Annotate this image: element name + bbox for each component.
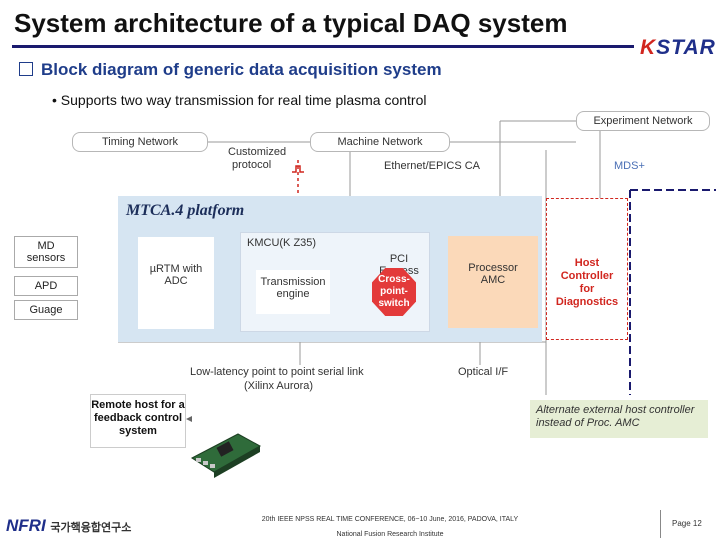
apd-box: APD (14, 276, 78, 296)
kstar-logo: KSTAR (640, 36, 716, 60)
nfri-korean-name: 국가핵융합연구소 (50, 522, 132, 534)
sub-bullet: • Supports two way transmission for real… (52, 92, 427, 108)
timing-network-box: Timing Network (72, 132, 208, 152)
remote-host-box: Remote host for a feedback control syste… (90, 394, 186, 448)
page-number: Page 12 (672, 519, 702, 528)
remote-label-3: system (119, 425, 157, 437)
alt-label-2: instead of Proc. AMC (536, 417, 640, 429)
checkbox-bullet-icon (19, 62, 33, 76)
gauge-box: Guage (14, 300, 78, 320)
proc-label-1: Processor (468, 262, 518, 274)
host-label-1: Host Controller (560, 257, 614, 282)
xilinx-aurora-label: (Xilinx Aurora) (244, 380, 314, 392)
bullet-heading-text: Block diagram of generic data acquisitio… (41, 60, 442, 79)
customized-protocol-label-1: Customized (228, 146, 287, 158)
pulse-icon (292, 165, 304, 173)
experiment-network-box: Experiment Network (576, 111, 710, 131)
footer-divider (660, 510, 661, 538)
cross-label-1: Cross- (378, 274, 410, 285)
ethernet-epics-label: Ethernet/EPICS CA (384, 160, 480, 172)
footer-center: 20th IEEE NPSS REAL TIME CONFERENCE, 06~… (230, 512, 550, 542)
remote-label-2: feedback control (93, 412, 183, 424)
sensors-label: sensors (26, 252, 66, 264)
institute-text: National Fusion Research Institute (336, 531, 444, 538)
bullet-heading: Block diagram of generic data acquisitio… (19, 60, 442, 80)
pci-card-image (191, 433, 262, 478)
alt-label-1: Alternate external host controller (536, 404, 695, 416)
nfri-logo-text: NFRI (6, 516, 46, 535)
machine-network-box: Machine Network (310, 132, 450, 152)
conference-text: 20th IEEE NPSS REAL TIME CONFERENCE, 06~… (261, 516, 519, 523)
rtm-adc-box: µRTM with ADC (138, 237, 214, 329)
kmcu-label: KMCU(K Z35) (247, 237, 317, 249)
host-controller-box: Host Controller for Diagnostics (546, 198, 628, 340)
logo-k: K (640, 36, 657, 59)
host-label-2: for Diagnostics (555, 283, 619, 308)
page-title: System architecture of a typical DAQ sys… (14, 8, 568, 38)
remote-label-1: Remote host for a (91, 399, 185, 411)
md-sensors-box: MD sensors (14, 236, 78, 268)
cross-label-2: point- (380, 286, 408, 297)
sensor-stack: MD sensors APD Guage (14, 236, 80, 322)
mds-label: MDS+ (614, 160, 645, 172)
mtca-platform-title: MTCA.4 platform (126, 202, 245, 219)
logo-rest: STAR (656, 36, 716, 59)
crosspoint-switch-box: Cross- point- switch (372, 268, 416, 316)
alternate-host-box: Alternate external host controller inste… (530, 400, 708, 438)
transmission-engine-box: Transmission engine (256, 270, 330, 314)
rtm-label-1: µRTM with (149, 263, 203, 275)
processor-amc-box: Processor AMC (448, 236, 538, 328)
nfri-logo: NFRI 국가핵융합연구소 (6, 516, 131, 536)
trans-label-2: engine (276, 288, 310, 300)
customized-protocol-label-2: protocol (232, 159, 272, 171)
title-divider (12, 45, 634, 48)
optical-if-label: Optical I/F (458, 366, 509, 378)
md-label: MD (37, 240, 55, 252)
rtm-label-2: ADC (164, 275, 188, 287)
cross-label-3: switch (378, 298, 410, 309)
trans-label-1: Transmission (260, 276, 326, 288)
low-latency-label: Low-latency point to point serial link (190, 366, 364, 378)
proc-label-2: AMC (480, 274, 506, 286)
